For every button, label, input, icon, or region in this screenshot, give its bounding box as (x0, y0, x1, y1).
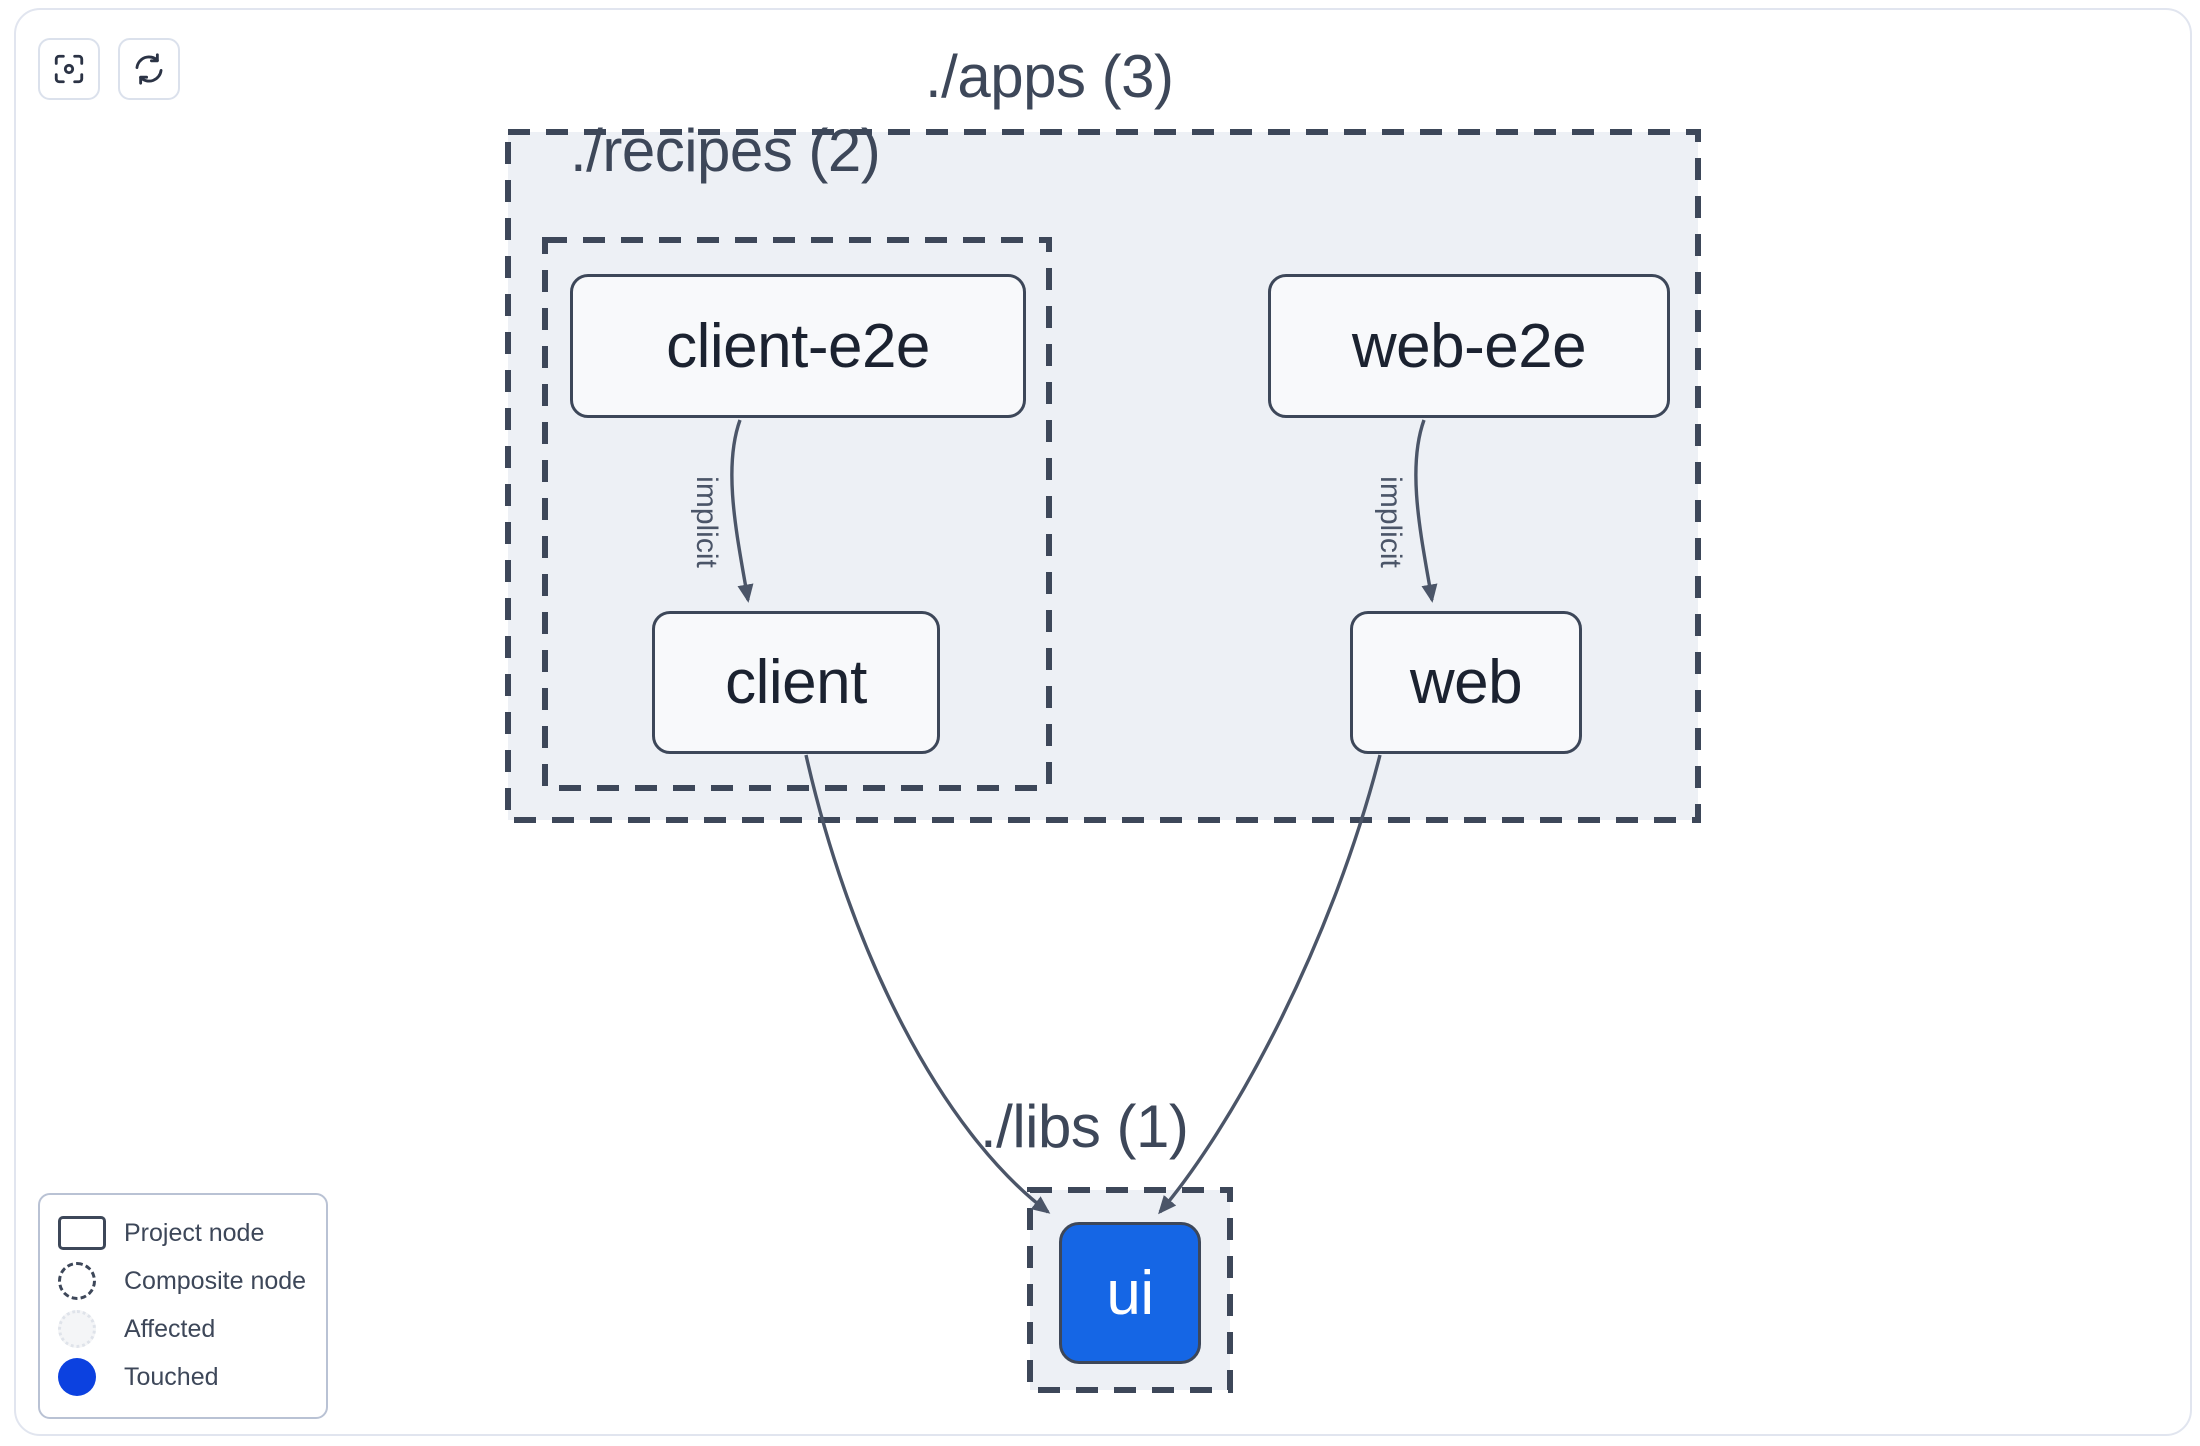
focus-graph-button[interactable] (38, 38, 100, 100)
graph-toolbar (38, 38, 180, 100)
graph-node-client-e2e[interactable]: client-e2e (570, 274, 1026, 418)
graph-legend: Project node Composite node Affected Tou… (38, 1193, 328, 1419)
graph-node-web[interactable]: web (1350, 611, 1582, 754)
legend-label: Affected (124, 1314, 216, 1343)
focus-target-icon (52, 52, 86, 86)
edge-web-e2e-to-web (1414, 419, 1438, 603)
composite-node-swatch (58, 1261, 112, 1301)
legend-item-project-node: Project node (58, 1209, 308, 1257)
refresh-icon (132, 52, 166, 86)
legend-label: Composite node (124, 1266, 307, 1295)
legend-item-composite-node: Composite node (58, 1257, 308, 1305)
legend-item-touched: Touched (58, 1353, 308, 1401)
group-label-apps[interactable]: ./apps (3) (925, 43, 1174, 110)
affected-swatch (58, 1309, 112, 1349)
legend-label: Touched (124, 1362, 219, 1391)
graph-node-ui[interactable]: ui (1059, 1222, 1201, 1364)
group-label-libs[interactable]: ./libs (1) (980, 1093, 1189, 1160)
edge-client-e2e-to-client (730, 419, 754, 603)
refresh-graph-button[interactable] (118, 38, 180, 100)
edge-web-to-ui (1158, 754, 1382, 1215)
graph-node-web-e2e[interactable]: web-e2e (1268, 274, 1670, 418)
touched-swatch (58, 1357, 112, 1397)
graph-node-client[interactable]: client (652, 611, 940, 754)
project-node-swatch (58, 1213, 112, 1253)
legend-label: Project node (124, 1218, 265, 1247)
edge-client-to-ui (804, 754, 1051, 1214)
edge-label-implicit-web: implicit (1373, 476, 1407, 568)
legend-item-affected: Affected (58, 1305, 308, 1353)
group-label-recipes[interactable]: ./recipes (2) (570, 117, 881, 184)
edge-label-implicit-client: implicit (689, 476, 723, 568)
